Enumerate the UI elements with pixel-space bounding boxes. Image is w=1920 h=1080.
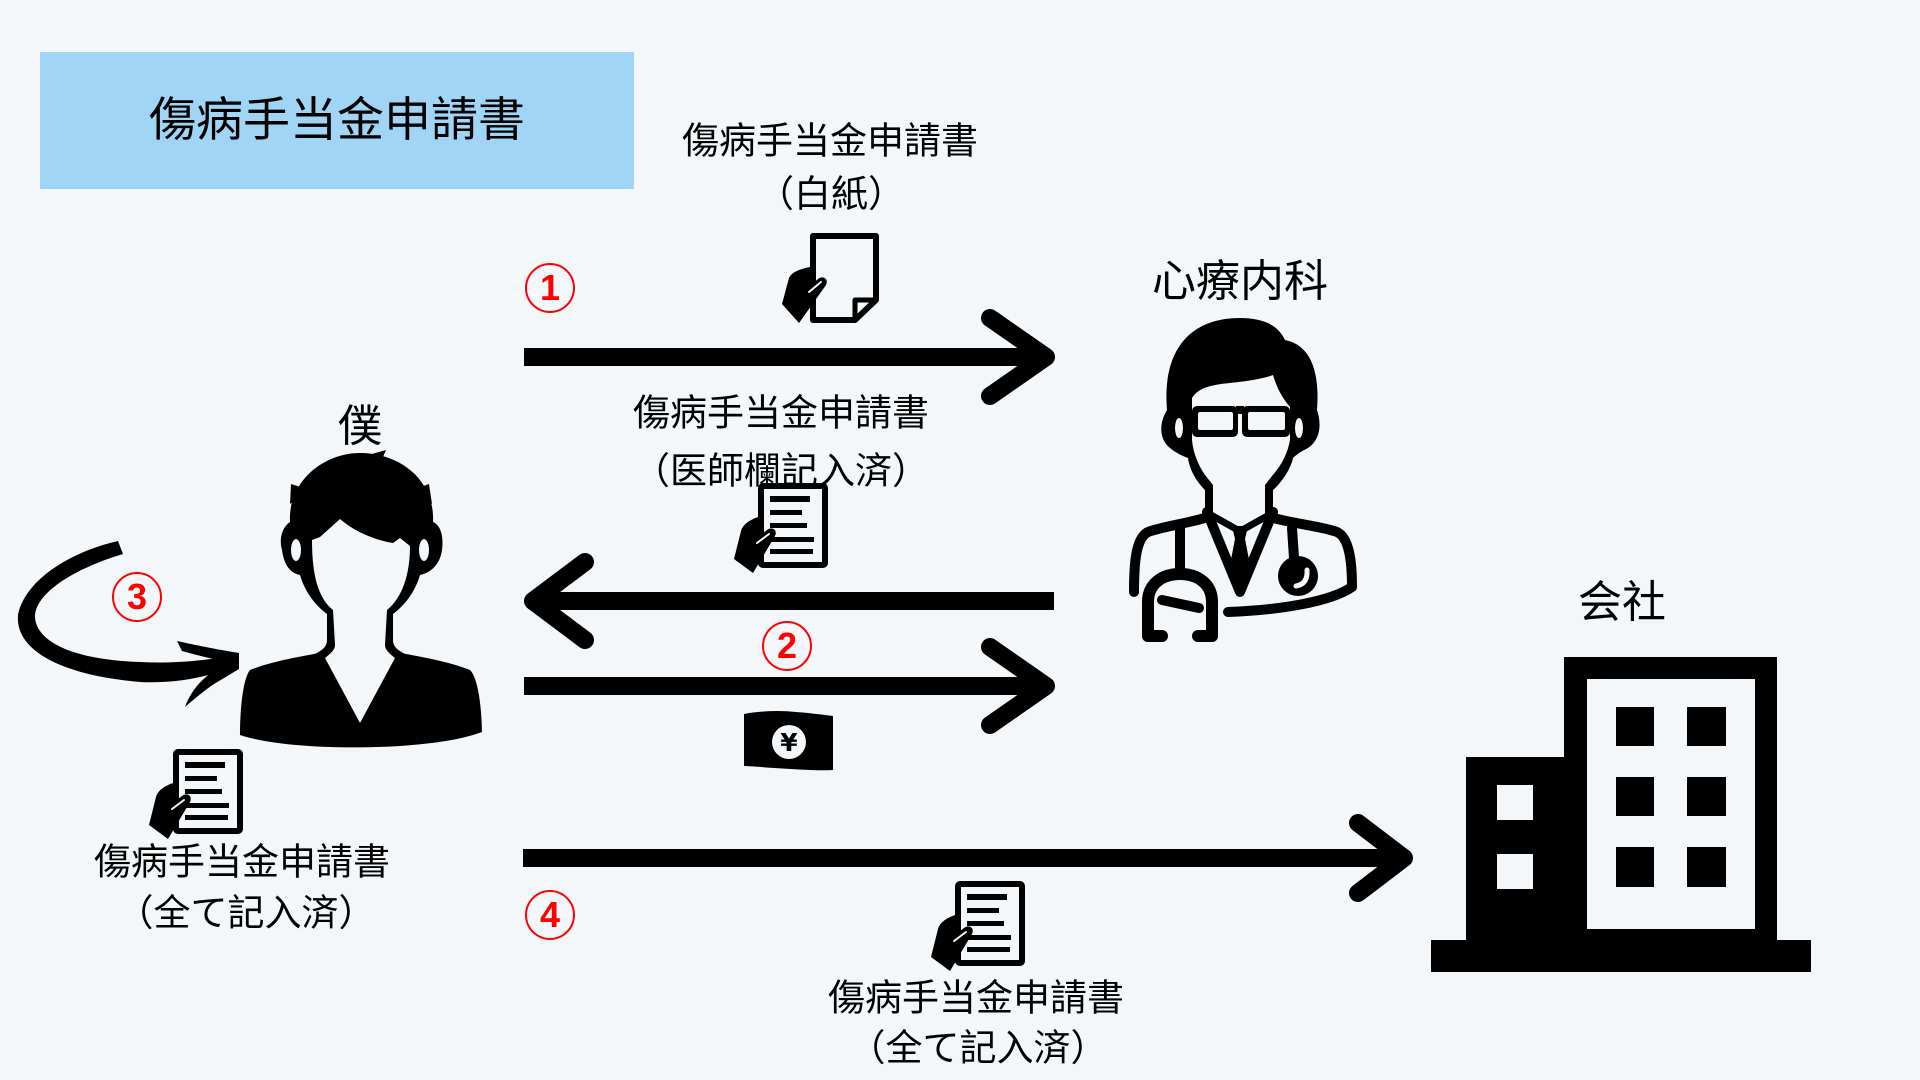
step-number-4: 4 bbox=[525, 890, 575, 940]
self-filled-form-name: 傷病手当金申請書 bbox=[94, 840, 390, 884]
curved-arrow-head-lower-icon bbox=[185, 659, 239, 707]
self-filled-form-status: （全て記入済） bbox=[116, 891, 376, 935]
document-line bbox=[185, 803, 229, 808]
window bbox=[1497, 785, 1533, 820]
window bbox=[1687, 707, 1726, 746]
building-base bbox=[1431, 940, 1811, 972]
office-building-icon bbox=[1431, 657, 1811, 972]
person-face bbox=[312, 519, 410, 723]
title-box: 傷病手当金申請書 bbox=[40, 52, 634, 189]
document-line bbox=[967, 935, 1011, 940]
step-number-3: 3 bbox=[112, 572, 162, 622]
actor-label-company: 会社 bbox=[1578, 577, 1666, 628]
hair-strand bbox=[365, 450, 386, 464]
window bbox=[1616, 707, 1654, 746]
step-number-1: 1 bbox=[525, 263, 575, 313]
curved-arrow-body bbox=[17, 541, 238, 683]
submitted-form-name: 傷病手当金申請書 bbox=[828, 976, 1124, 1020]
thumb-gap bbox=[808, 281, 822, 293]
curved-arrow-head-upper-icon bbox=[177, 641, 239, 664]
document-line bbox=[185, 815, 228, 820]
doctor-filled-form-status: （医師欄記入済） bbox=[633, 449, 929, 493]
actor-label-me: 僕 bbox=[338, 401, 382, 452]
window bbox=[1616, 847, 1654, 887]
document-line bbox=[770, 496, 810, 502]
doctor-filled-form-name: 傷病手当金申請書 bbox=[633, 391, 929, 435]
stethoscope-icon bbox=[1142, 523, 1318, 642]
document-line bbox=[770, 537, 814, 542]
coat-lapels bbox=[1202, 507, 1278, 597]
hand-icon bbox=[782, 267, 827, 323]
coat-right-outline bbox=[1223, 512, 1357, 617]
actor-label-clinic: 心療内科 bbox=[1152, 256, 1328, 307]
person-ear bbox=[419, 539, 429, 561]
document-line bbox=[967, 921, 1004, 926]
window bbox=[1687, 777, 1726, 816]
arrow-step-2-clinic-to-me bbox=[524, 553, 1054, 649]
yen-symbol: ¥ bbox=[780, 728, 798, 757]
document-line bbox=[770, 549, 813, 554]
doctor-ear bbox=[1175, 418, 1183, 438]
arrow-head-right-icon bbox=[1349, 814, 1413, 902]
document-line bbox=[770, 523, 807, 528]
arrow-step-1-me-to-clinic bbox=[524, 309, 1055, 405]
hair-strand bbox=[412, 484, 432, 504]
document-line bbox=[185, 789, 222, 794]
hand-icon bbox=[931, 915, 973, 971]
hand-icon bbox=[734, 517, 776, 573]
arrow-step-2-me-to-clinic bbox=[524, 638, 1055, 734]
person-icon bbox=[240, 450, 482, 748]
shirt-collar bbox=[1207, 511, 1273, 533]
submitted-form-status: （全て記入済） bbox=[848, 1026, 1108, 1070]
banknote-coin-circle bbox=[772, 725, 806, 759]
hand-holding-document-icon bbox=[149, 749, 243, 839]
thumb-gap bbox=[171, 799, 185, 810]
necktie bbox=[1229, 526, 1251, 590]
hand-holding-document-icon bbox=[931, 881, 1025, 971]
glasses-icon bbox=[1192, 406, 1290, 437]
arrow-head-left-icon bbox=[524, 553, 594, 649]
doctor-icon bbox=[1129, 318, 1357, 642]
hand-holding-document-icon bbox=[734, 483, 828, 573]
document-line bbox=[967, 947, 1010, 952]
document-line bbox=[770, 510, 802, 515]
document-line bbox=[185, 762, 225, 768]
doctor-ear bbox=[1295, 418, 1303, 438]
thumb-gap bbox=[756, 533, 770, 544]
window bbox=[1497, 854, 1533, 889]
person-ear bbox=[291, 539, 301, 561]
arrow-head-right-icon bbox=[981, 638, 1055, 734]
yen-banknote-icon: ¥ bbox=[744, 710, 833, 771]
building-short bbox=[1466, 757, 1566, 942]
document-line bbox=[185, 776, 217, 781]
document-line bbox=[967, 894, 1007, 900]
blank-form-status: （白紙） bbox=[757, 172, 905, 216]
hand-icon bbox=[149, 783, 191, 839]
document-line bbox=[967, 908, 999, 913]
window bbox=[1616, 777, 1654, 816]
blank-form-name: 傷病手当金申請書 bbox=[682, 119, 978, 163]
hair-strand bbox=[290, 484, 310, 504]
curved-arrow-step-3-self bbox=[17, 541, 239, 707]
building-tall-facade bbox=[1587, 679, 1755, 929]
step-number-2: 2 bbox=[762, 621, 812, 671]
window bbox=[1687, 847, 1726, 887]
coat-left-outline bbox=[1129, 512, 1213, 597]
page-title: 傷病手当金申請書 bbox=[149, 93, 525, 148]
hand-holding-blank-paper-icon bbox=[782, 233, 879, 323]
paper-fold bbox=[852, 297, 877, 321]
thumb-gap bbox=[953, 931, 967, 942]
arrow-head-right-icon bbox=[981, 309, 1055, 405]
arrow-step-4-me-to-company bbox=[523, 814, 1413, 902]
